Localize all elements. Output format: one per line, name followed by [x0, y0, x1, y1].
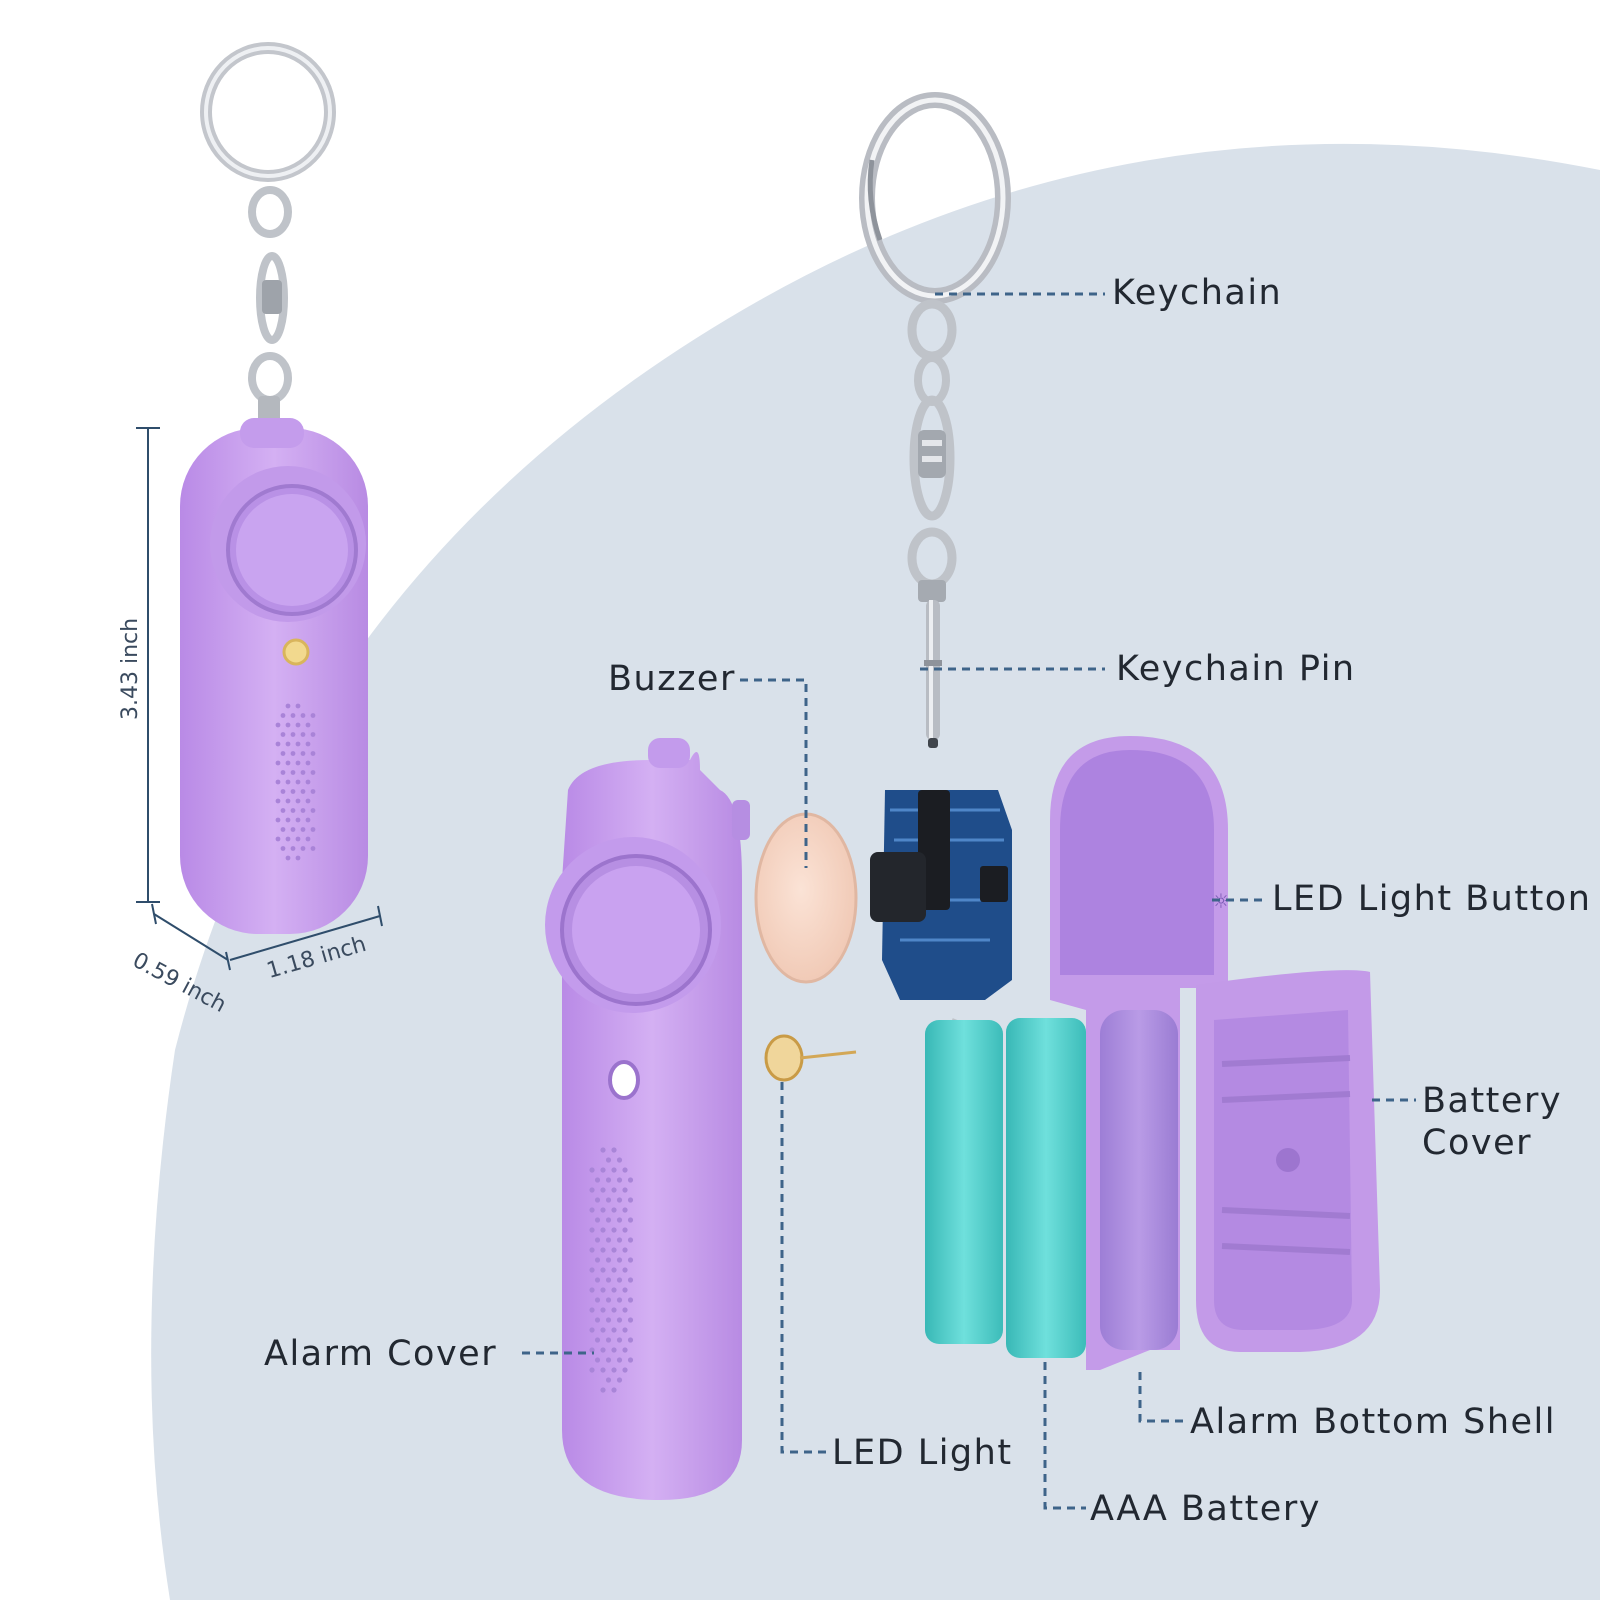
label-led-light: LED Light [832, 1433, 1013, 1473]
small-led [282, 638, 310, 666]
label-battery-cover-line1: Battery [1422, 1081, 1563, 1121]
leader-led-light [780, 1082, 826, 1454]
label-keychain-pin: Keychain Pin [1116, 649, 1356, 689]
large-keychain-illustration [859, 92, 1011, 748]
cover-speaker-holes [589, 1147, 634, 1393]
alarm-cover-shape [545, 738, 750, 1500]
battery-cover-shape [1196, 970, 1380, 1352]
small-speaker-holes [275, 703, 316, 861]
label-buzzer: Buzzer [608, 659, 736, 699]
leader-bottom-shell [1138, 1372, 1186, 1423]
alarm-bottom-shell-shape: ☼ [1050, 736, 1230, 1370]
aaa-battery-shape-1 [925, 1020, 1003, 1344]
assembled-alarm-illustration [180, 42, 368, 934]
svg-text:☼: ☼ [1212, 889, 1230, 913]
label-aaa-battery: AAA Battery [1090, 1489, 1321, 1529]
leader-lines [522, 292, 1416, 1510]
label-alarm-bottom-shell: Alarm Bottom Shell [1190, 1402, 1556, 1442]
label-led-light-button: LED Light Button [1272, 879, 1592, 919]
label-alarm-cover: Alarm Cover [264, 1334, 498, 1374]
label-keychain: Keychain [1112, 273, 1283, 313]
circuit-board-shape [870, 790, 1012, 1078]
leader-buzzer [740, 678, 808, 868]
led-component-shape [764, 1034, 857, 1082]
leader-aaa-battery [1043, 1362, 1086, 1510]
aaa-battery-shape-2 [1006, 1018, 1086, 1358]
dimension-lines [136, 427, 383, 971]
label-battery-cover-line2: Cover [1422, 1123, 1532, 1163]
dimension-height-label: 3.43 inch [118, 617, 143, 720]
